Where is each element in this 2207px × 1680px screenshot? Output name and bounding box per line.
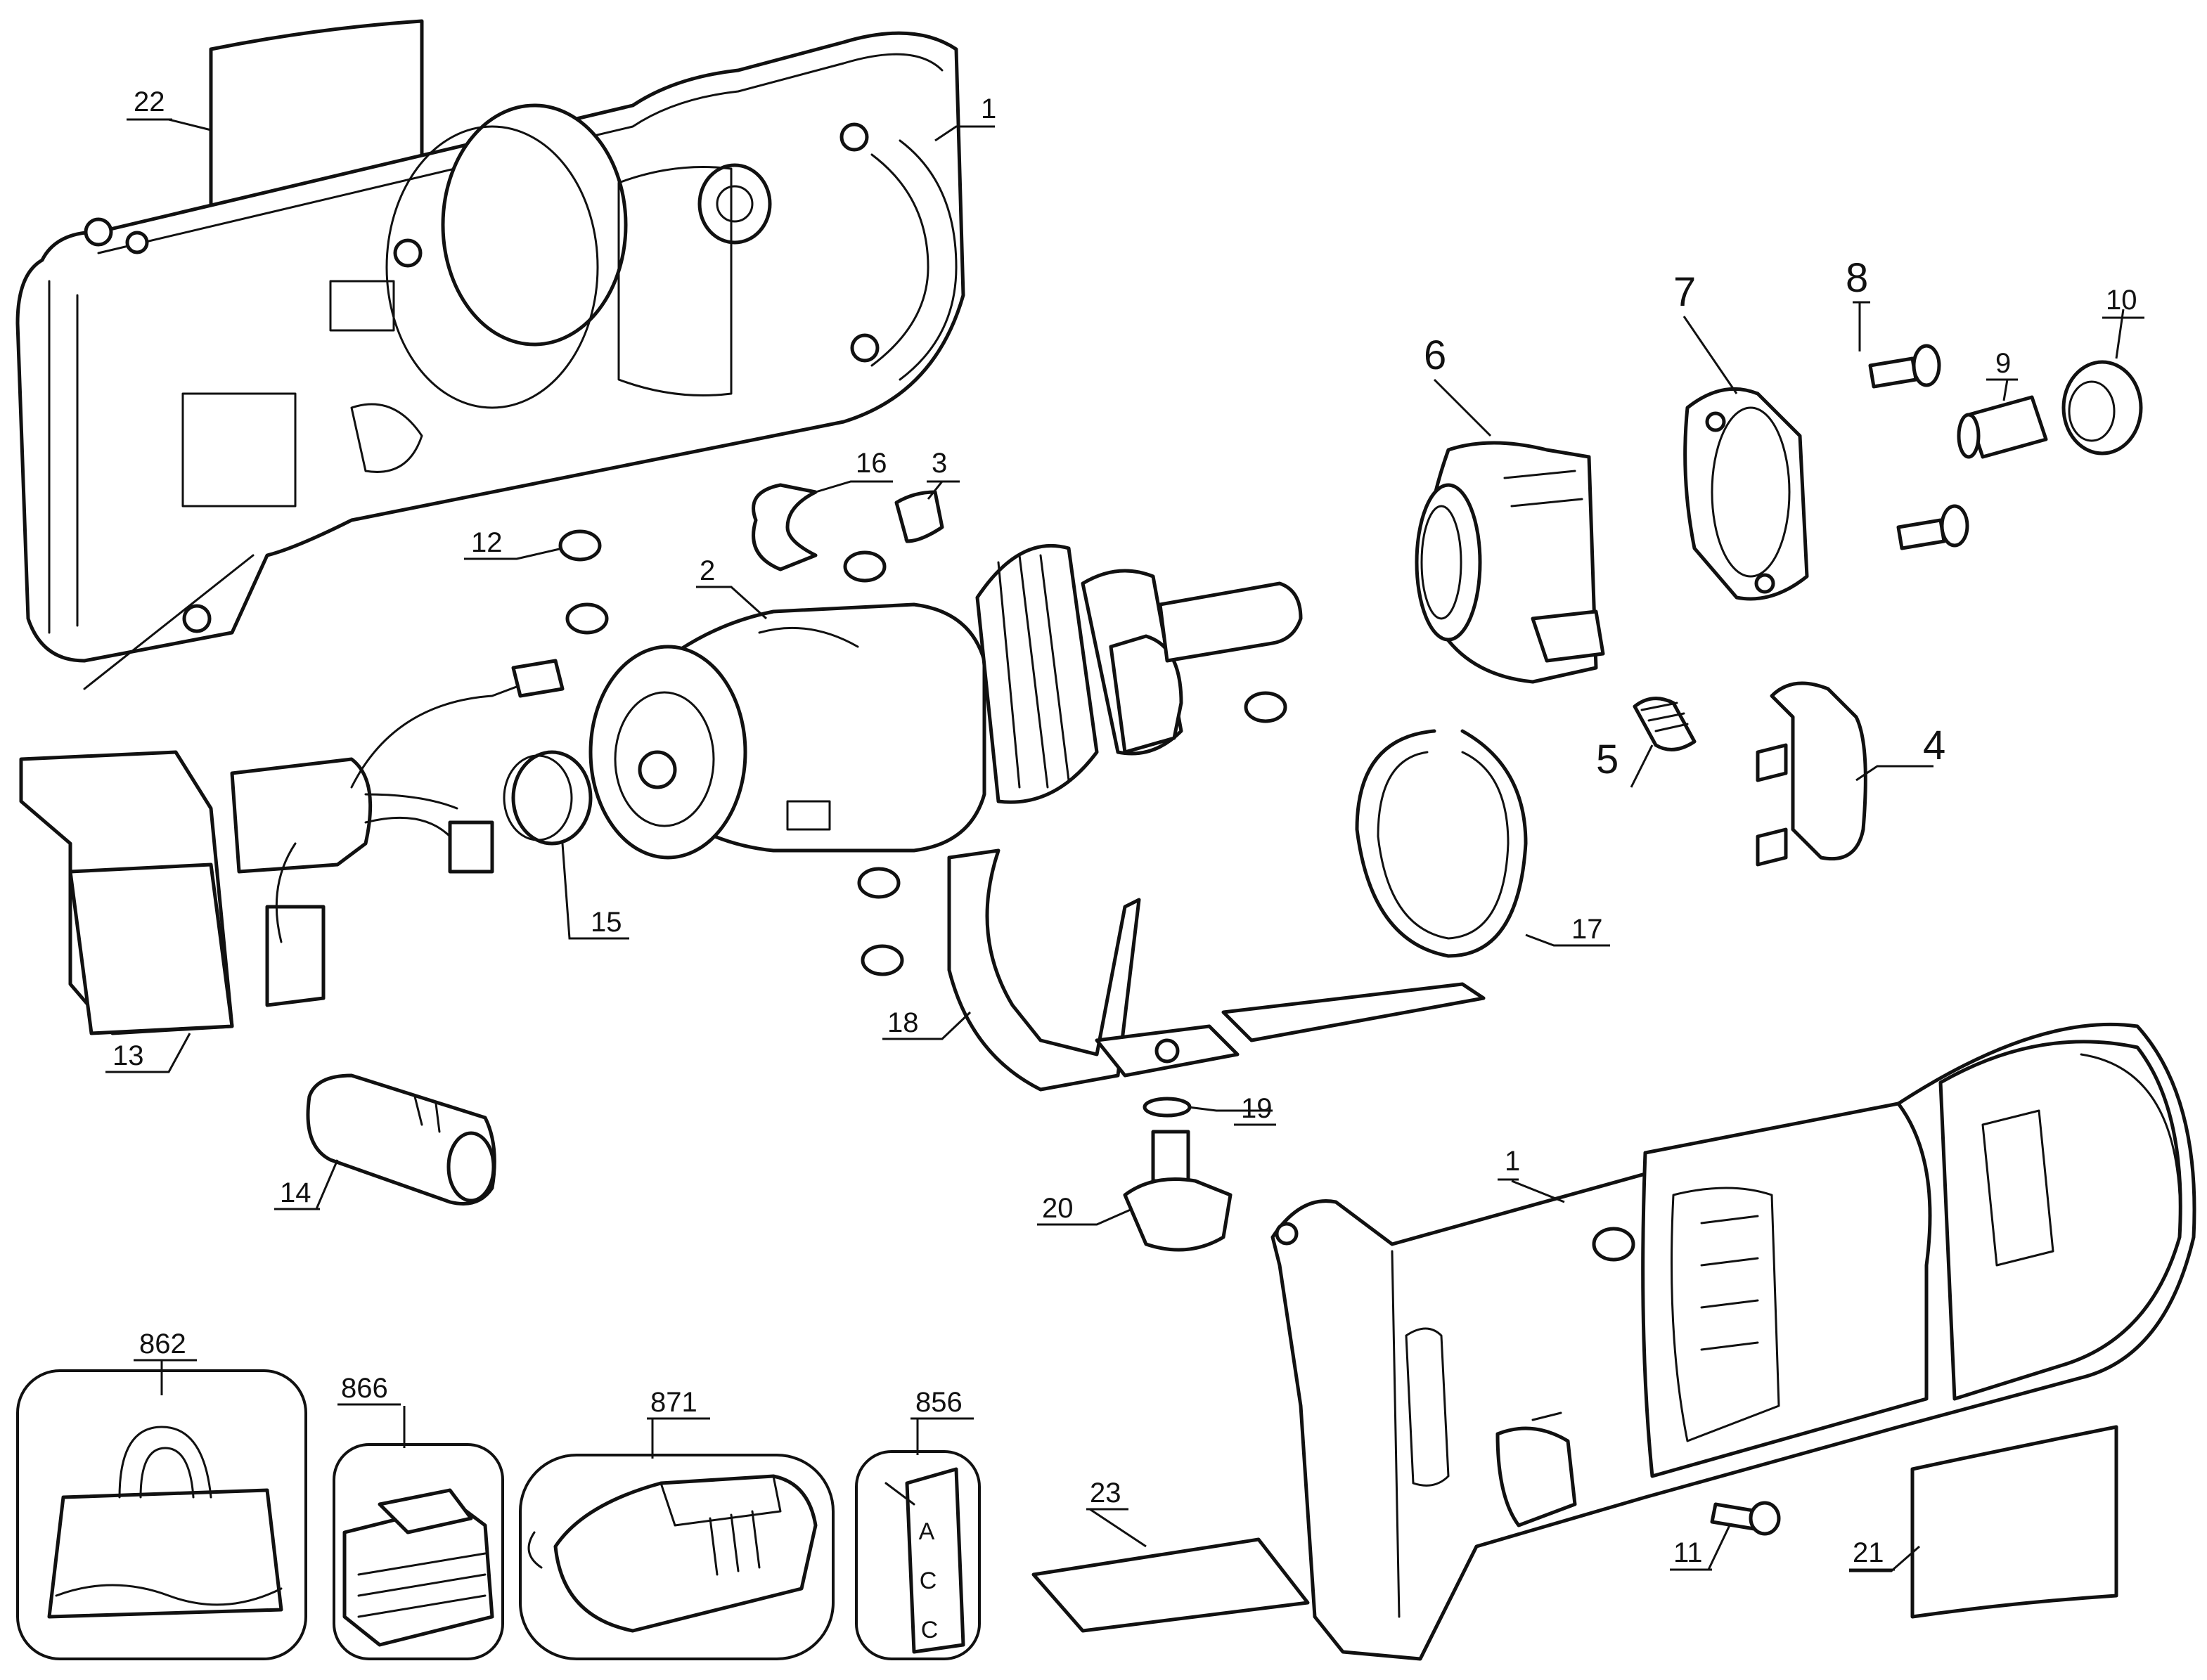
part-12-bushings: [558, 529, 1287, 976]
callout-18: 18: [887, 1007, 919, 1038]
part-11-screw: [1710, 1501, 1781, 1536]
callout-20: 20: [1042, 1193, 1074, 1224]
part-3-spring: [894, 490, 944, 543]
callout-19: 19: [1241, 1093, 1273, 1124]
part-18-bracket: [947, 848, 1240, 1092]
callout-6: 6: [1424, 332, 1446, 378]
acc-letter-1: A: [919, 1518, 935, 1545]
callout-5: 5: [1596, 737, 1619, 782]
callout-8: 8: [1846, 255, 1868, 301]
part-13-switch-assembly: [19, 659, 565, 1035]
callout-7: 7: [1673, 269, 1696, 315]
callout-9: 9: [1995, 348, 2011, 379]
callout-labels: 22 1 16 3 12 2 6 7 8 9 10 5 4 15 13 17 1…: [112, 86, 2137, 1568]
part-8-screws: [1868, 344, 1969, 550]
accessory-871-charger: [519, 1454, 835, 1660]
accessory-856-acc-tag: A C C: [855, 1450, 981, 1660]
callout-underlines: [105, 118, 2144, 1571]
part-10-nut: [2061, 360, 2143, 455]
part-5-spring: [1633, 697, 1697, 751]
callout-15: 15: [591, 907, 622, 938]
callout-21: 21: [1853, 1537, 1884, 1568]
acc-letter-2: C: [920, 1568, 937, 1594]
acc-letter-3: C: [921, 1617, 939, 1643]
part-17-ring-guide: [1221, 729, 1528, 1042]
callout-16: 16: [856, 448, 887, 479]
callout-22: 22: [134, 86, 165, 117]
callout-14: 14: [280, 1177, 311, 1208]
callout-856: 856: [915, 1387, 963, 1418]
callout-1-top: 1: [981, 93, 996, 124]
callout-4: 4: [1923, 723, 1945, 768]
callout-17: 17: [1571, 914, 1603, 945]
part-4-button: [1756, 681, 1867, 867]
callout-1-bottom: 1: [1505, 1146, 1520, 1177]
accessory-866-battery: [333, 1443, 504, 1660]
part-15-cap: [503, 750, 593, 846]
accessory-862-bag: [16, 1369, 307, 1660]
part-6-front-housing: [1415, 441, 1605, 684]
part-21-label-sheet: [1910, 1425, 2118, 1619]
part-2-motor-armature: [588, 543, 1303, 860]
callout-871: 871: [650, 1387, 697, 1418]
part-7-flange: [1683, 387, 1809, 601]
part-19-washer: [1143, 1097, 1192, 1118]
part-14-battery-stub: [306, 1073, 496, 1206]
callout-3: 3: [932, 448, 947, 479]
callout-866: 866: [341, 1373, 388, 1404]
callout-10: 10: [2106, 285, 2137, 316]
callout-13: 13: [112, 1040, 144, 1071]
part-9-collet: [1957, 395, 2048, 459]
callout-23: 23: [1090, 1478, 1121, 1508]
callout-11: 11: [1673, 1537, 1703, 1568]
callout-862: 862: [139, 1329, 186, 1359]
callout-12: 12: [471, 527, 503, 558]
part-1-housing-assembled: [1270, 1022, 2196, 1661]
part-20-knob: [1123, 1130, 1233, 1252]
part-1-housing-half-top: [15, 31, 965, 690]
part-16-clip: [752, 483, 818, 571]
callout-2: 2: [700, 555, 715, 586]
part-23-manual-sheet: [1031, 1537, 1310, 1633]
